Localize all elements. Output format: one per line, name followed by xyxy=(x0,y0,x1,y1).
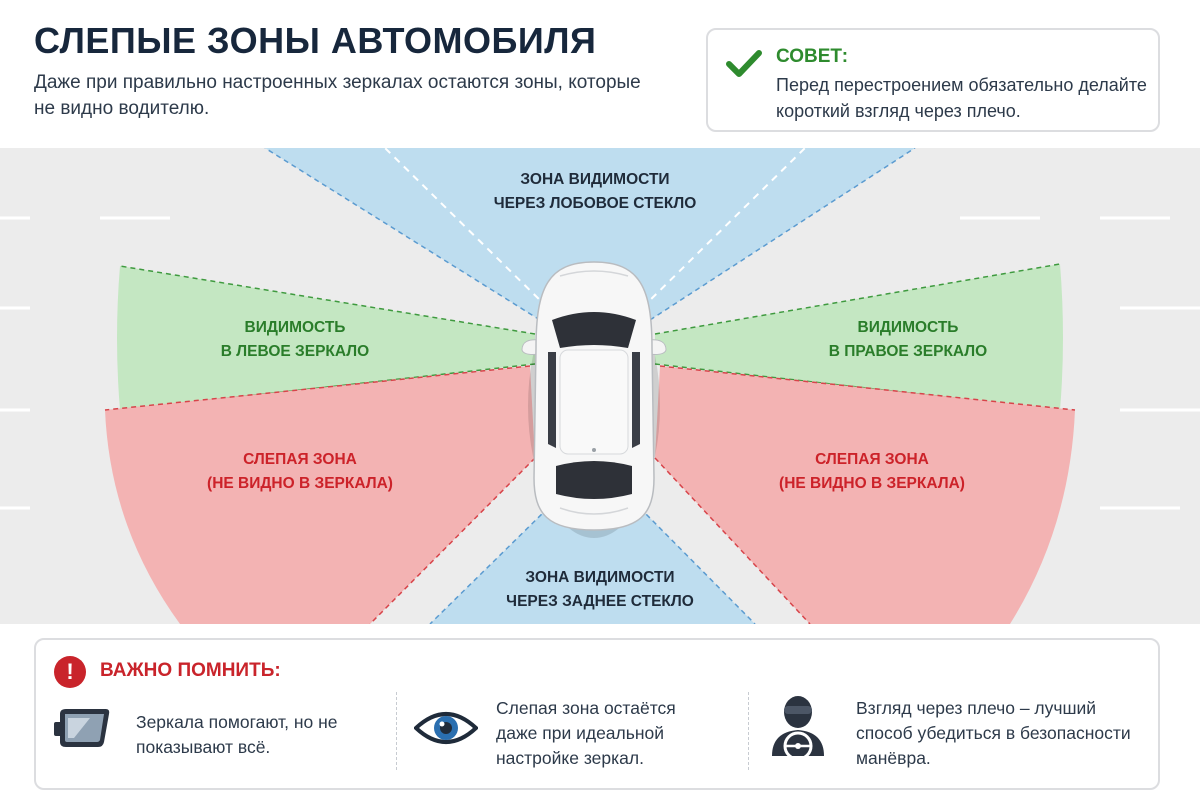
tip-text: Перед перестроением обязательно делайте … xyxy=(776,75,1147,121)
important-item-2-text: Слепая зона остаётся даже при идеальной … xyxy=(496,698,676,768)
lane-markings xyxy=(0,216,1200,510)
mirror-icon xyxy=(54,709,110,747)
left-mirror-zone-label: ВИДИМОСТЬ В ЛЕВОЕ ЗЕРКАЛО xyxy=(220,319,370,360)
page-subtitle: Даже при правильно настроенных зеркалах … xyxy=(34,72,641,119)
right-blind-zone-label: СЛЕПАЯ ЗОНА (НЕ ВИДНО В ЗЕРКАЛА) xyxy=(779,451,965,492)
right-blind-zone xyxy=(655,366,1075,624)
divider xyxy=(396,692,397,770)
rear-window xyxy=(556,461,632,499)
windshield xyxy=(552,312,636,348)
important-item-1-text: Зеркала помогают, но не показывают всё. xyxy=(136,712,338,757)
rear-visibility-zone xyxy=(430,508,755,624)
checkmark-icon xyxy=(726,50,762,77)
exclamation-icon: ! xyxy=(54,656,86,688)
driver-icon xyxy=(772,696,824,756)
car xyxy=(521,261,667,538)
tip-box: СОВЕТ: Перед перестроением обязательно д… xyxy=(706,28,1160,132)
rear-zone-label: ЗОНА ВИДИМОСТИ ЧЕРЕЗ ЗАДНЕЕ СТЕКЛО xyxy=(506,569,694,610)
front-zone-label: ЗОНА ВИДИМОСТИ ЧЕРЕЗ ЛОБОВОЕ СТЕКЛО xyxy=(493,171,697,212)
important-box: ! ВАЖНО ПОМНИТЬ: Зеркала помогают, но не… xyxy=(34,638,1160,790)
eye-icon xyxy=(414,712,478,744)
tip-title: СОВЕТ: xyxy=(776,46,849,67)
left-blind-zone-label: СЛЕПАЯ ЗОНА (НЕ ВИДНО В ЗЕРКАЛА) xyxy=(207,451,393,492)
front-visibility-zone xyxy=(265,148,915,320)
important-title: ВАЖНО ПОМНИТЬ: xyxy=(100,660,281,681)
page-title: СЛЕПЫЕ ЗОНЫ АВТОМОБИЛЯ xyxy=(34,20,597,61)
right-mirror-zone xyxy=(655,264,1063,410)
right-mirror-zone-label: ВИДИМОСТЬ В ПРАВОЕ ЗЕРКАЛО xyxy=(828,319,988,360)
divider xyxy=(748,692,749,770)
important-item-3-text: Взгляд через плечо – лучший способ убеди… xyxy=(856,698,1131,768)
blind-spot-diagram: ЗОНА ВИДИМОСТИ ЧЕРЕЗ ЛОБОВОЕ СТЕКЛО ВИДИ… xyxy=(0,148,1200,624)
left-blind-zone xyxy=(105,366,535,624)
left-mirror-zone xyxy=(117,266,535,410)
